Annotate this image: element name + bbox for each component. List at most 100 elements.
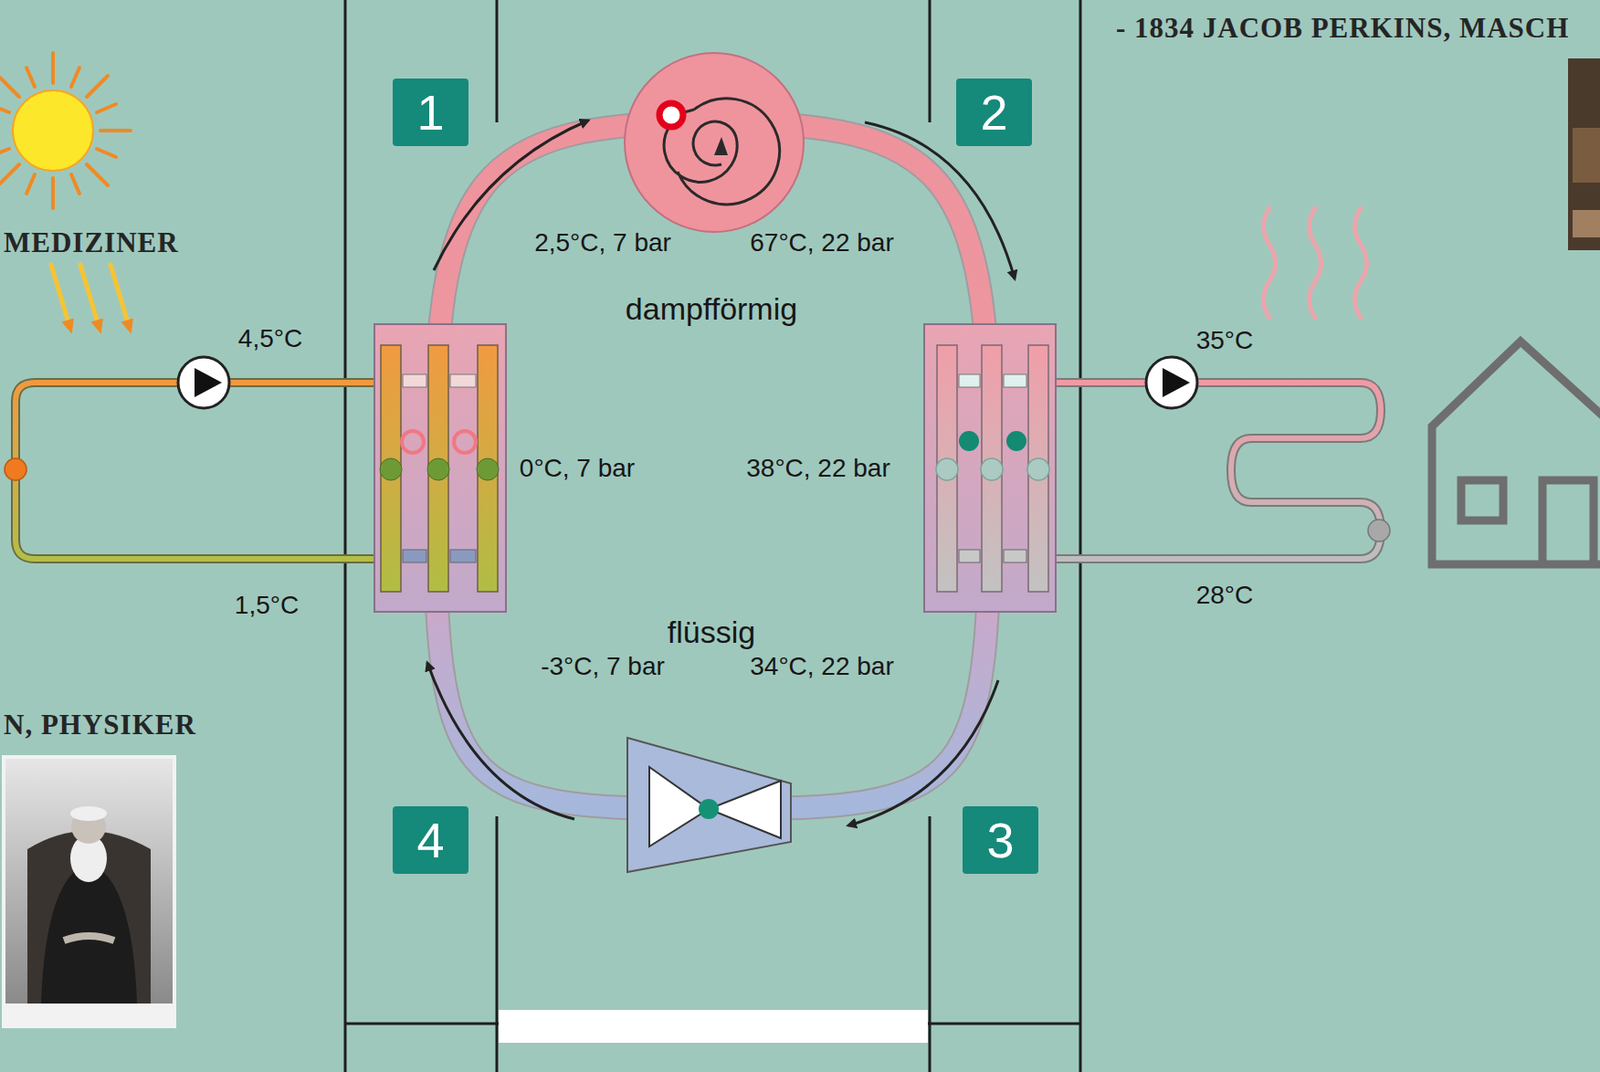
callout-text: 4	[416, 815, 444, 865]
callout-number: 1	[392, 78, 469, 147]
molecule-dot	[958, 431, 979, 452]
source-circuit-pipe	[15, 382, 375, 559]
house-icon	[1431, 341, 1600, 565]
molecule-dot	[980, 458, 1003, 481]
sun-ray	[71, 67, 80, 87]
exchanger-tube	[981, 345, 1002, 592]
valve-body	[627, 737, 791, 873]
photo-hands	[63, 936, 115, 941]
sun-ray	[0, 108, 10, 113]
sun-ray	[96, 148, 116, 158]
portrait-photo	[1568, 58, 1600, 251]
exchanger-tube	[1028, 345, 1049, 592]
value-label: 38°C, 22 bar	[746, 453, 891, 484]
valve-triangle	[708, 780, 781, 839]
pump-symbol	[1146, 357, 1198, 409]
molecule-dot	[936, 458, 958, 481]
sun-ray	[86, 75, 108, 97]
photo-detail	[1572, 210, 1600, 238]
frame-lines	[345, 0, 1081, 1072]
value-label: 0°C, 7 bar	[519, 453, 635, 484]
value-label: 28°C	[1196, 580, 1254, 611]
callout-text: 3	[986, 815, 1014, 865]
caption-text: MEDIZINER	[3, 226, 179, 260]
sun-ray	[86, 164, 108, 186]
tube-bridge	[402, 374, 427, 388]
photo-hair	[70, 806, 107, 822]
tube-bridge	[958, 374, 980, 388]
sun-rays-arrows	[51, 264, 130, 329]
sun-ray	[0, 164, 20, 184]
compressor-symbol	[624, 52, 804, 232]
value-label: 1,5°C	[234, 590, 299, 621]
value-label: 2,5°C, 7 bar	[534, 228, 672, 258]
pump-triangle	[194, 368, 222, 398]
heating-circuit-pipe	[1055, 382, 1381, 559]
value-label: 4,5°C	[238, 324, 303, 354]
molecule-ring	[453, 431, 476, 453]
portrait-photo	[1, 755, 177, 1029]
radiation-arrow	[51, 264, 71, 329]
callout-text: 1	[416, 87, 444, 137]
frame-line	[928, 0, 932, 123]
white-bar	[498, 1010, 928, 1043]
exchanger-tube	[428, 345, 449, 592]
sensor-dot	[1368, 519, 1390, 542]
heating-circuit-pipe	[1055, 382, 1381, 559]
frame-line	[928, 816, 932, 1072]
photo-image	[5, 758, 173, 1004]
compressor-marker-ring	[659, 103, 684, 127]
exchanger-tube	[380, 345, 401, 592]
photo-chair	[27, 831, 151, 1004]
callout-number: 2	[956, 78, 1032, 147]
sun-disc	[12, 90, 94, 171]
value-label: -3°C, 7 bar	[540, 652, 665, 682]
frame-line	[495, 0, 499, 123]
compressor-arrowhead	[714, 136, 728, 156]
photo-body	[41, 863, 137, 1004]
pump-symbol	[178, 357, 230, 409]
flow-arrow	[848, 680, 999, 826]
expansion-valve	[627, 737, 791, 873]
sun-ray	[51, 52, 55, 84]
molecule-dot	[1006, 431, 1027, 452]
evaporator	[374, 324, 506, 612]
frame-line	[344, 0, 348, 1072]
tube-bridge	[958, 549, 980, 563]
exchanger-body	[924, 324, 1056, 612]
valve-dot	[698, 799, 719, 820]
heat-wave	[1309, 208, 1322, 318]
sun-ray	[71, 174, 80, 194]
pump-circle	[1146, 357, 1198, 409]
pump-triangle	[1162, 368, 1190, 398]
house-door	[1542, 480, 1594, 565]
house-outline	[1431, 341, 1600, 565]
sun-ray	[26, 174, 35, 194]
condenser	[924, 324, 1056, 612]
exchanger-body	[374, 324, 506, 612]
value-label: dampfförmig	[625, 291, 798, 327]
heat-wave	[1355, 208, 1368, 318]
sun-icon	[0, 52, 131, 209]
photo-frame	[1, 755, 177, 1029]
tube-bridge	[402, 549, 427, 563]
callout-text: 2	[979, 87, 1008, 137]
flow-arrow	[427, 663, 575, 820]
house-window	[1461, 480, 1504, 521]
frame-line	[1079, 0, 1083, 1072]
sun-ray	[0, 148, 10, 153]
heat-waves	[1263, 208, 1368, 318]
compressor-circle	[624, 52, 804, 232]
sensor-dot	[4, 458, 27, 481]
radiation-arrow	[110, 264, 130, 329]
molecule-dot	[379, 458, 402, 481]
sun-ray	[100, 128, 131, 133]
molecule-dot	[1027, 458, 1050, 481]
photo-detail	[1572, 127, 1600, 183]
frame-line	[495, 816, 499, 1072]
tube-bridge	[450, 374, 476, 388]
exchanger-tube	[936, 345, 958, 592]
callout-number: 4	[392, 806, 469, 874]
